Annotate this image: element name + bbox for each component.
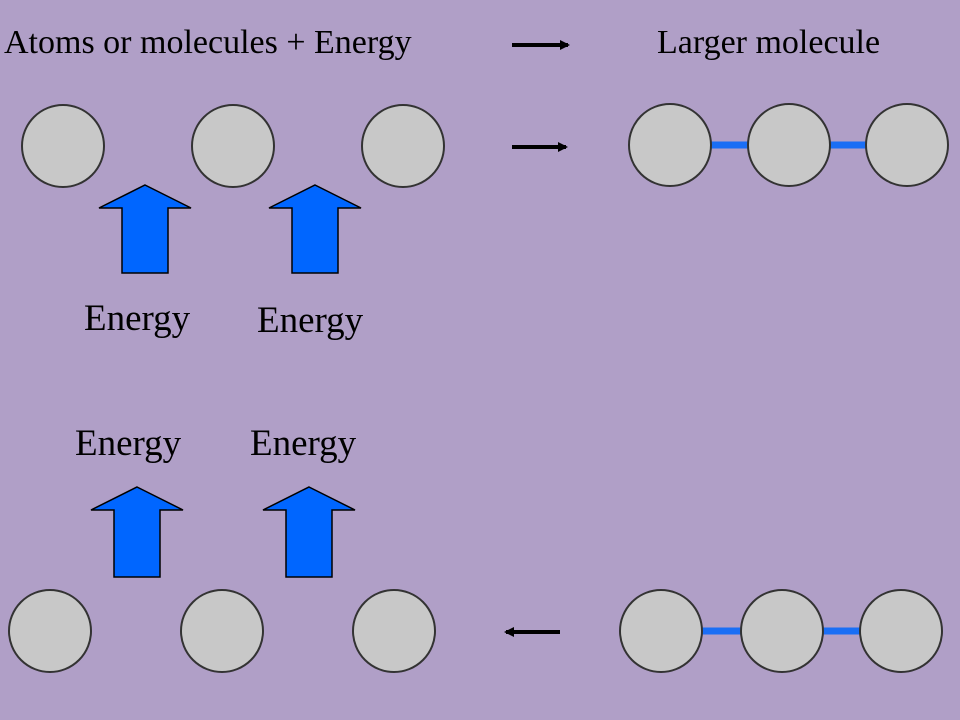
energy-out-label-1: Energy bbox=[75, 423, 182, 464]
energy-in-arrow-2 bbox=[268, 184, 362, 274]
atom-bottom-1 bbox=[8, 589, 92, 673]
energy-in-arrow-1 bbox=[98, 184, 192, 274]
atom-top-1 bbox=[21, 104, 105, 188]
atom-bottom-2 bbox=[180, 589, 264, 673]
atom-top-3 bbox=[361, 104, 445, 188]
energy-in-label-2: Energy bbox=[257, 300, 364, 341]
molecule-top-atom-2 bbox=[747, 103, 831, 187]
molecule-bottom-atom-1 bbox=[619, 589, 703, 673]
product-label: Larger molecule bbox=[657, 24, 880, 61]
energy-out-label-2: Energy bbox=[250, 423, 357, 464]
molecule-top-atom-1 bbox=[628, 103, 712, 187]
molecule-bottom-atom-2 bbox=[740, 589, 824, 673]
energy-out-arrow-1 bbox=[90, 486, 184, 578]
atom-top-2 bbox=[191, 104, 275, 188]
molecule-bottom-atom-3 bbox=[859, 589, 943, 673]
energy-in-label-1: Energy bbox=[84, 298, 191, 339]
energy-out-arrow-2 bbox=[262, 486, 356, 578]
reactants-label: Atoms or molecules + Energy bbox=[4, 24, 412, 61]
atom-bottom-3 bbox=[352, 589, 436, 673]
molecule-top-atom-3 bbox=[865, 103, 949, 187]
